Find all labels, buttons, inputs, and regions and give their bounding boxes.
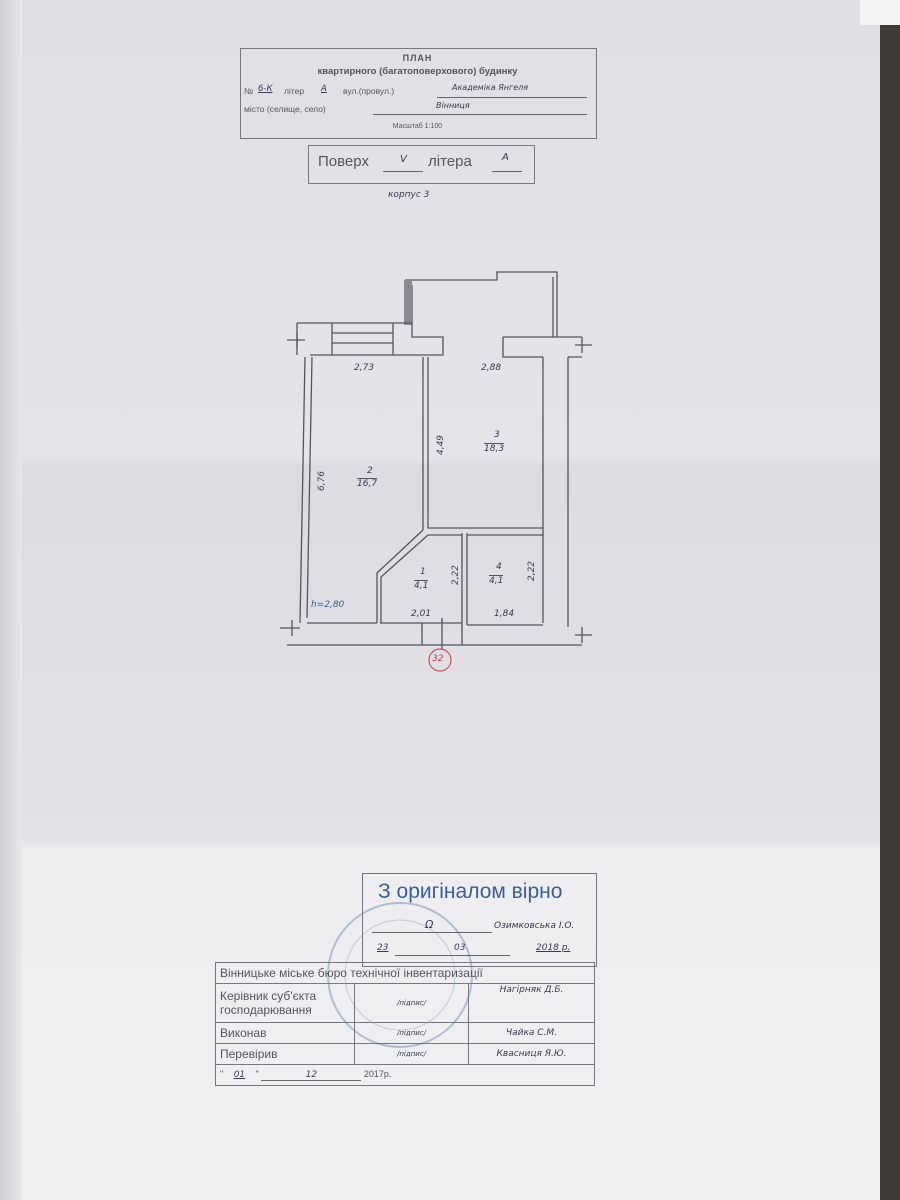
room3-dim-width: 2,88 bbox=[481, 363, 502, 373]
city-value: Вінниця bbox=[436, 101, 470, 110]
table-row: Перевірив /підпис/ Квасниця Я.Ю. bbox=[215, 1043, 595, 1065]
left-wall bbox=[299, 356, 313, 624]
city-line bbox=[373, 114, 587, 115]
room4-number: 4 bbox=[496, 562, 502, 572]
floor-line bbox=[383, 171, 423, 172]
floor-liter-value: А bbox=[502, 152, 509, 163]
name-cell: Чайка С.М. bbox=[468, 1022, 595, 1044]
date-cell: " 01 " 12 2017р. bbox=[215, 1064, 595, 1086]
background-left bbox=[0, 0, 22, 1200]
balcony-wall bbox=[404, 271, 558, 337]
ceiling-height: h=2,80 bbox=[311, 600, 345, 610]
date-year: 2017р. bbox=[363, 1069, 392, 1079]
room1-area: 4,1 bbox=[414, 580, 429, 591]
name-cell: Квасниця Я.Ю. bbox=[468, 1043, 595, 1065]
room1-dim-depth: 2,22 bbox=[451, 564, 462, 586]
room2-dim-length: 6,76 bbox=[317, 470, 328, 492]
floor-label: Поверх bbox=[318, 153, 369, 170]
room4-area: 4,1 bbox=[489, 575, 504, 586]
room1-number: 1 bbox=[420, 567, 426, 577]
right-wall bbox=[542, 357, 569, 627]
street-label: вул.(провул.) bbox=[343, 86, 395, 96]
certification-year: 2018 р. bbox=[536, 943, 571, 953]
number-value: 6-К bbox=[258, 84, 273, 94]
table-row: Виконав /підпис/ Чайка С.М. bbox=[215, 1022, 595, 1044]
room3-number: 3 bbox=[494, 430, 500, 440]
signature-table: Вінницьке міське бюро технічної інвентар… bbox=[215, 962, 595, 1086]
table-row: " 01 " 12 2017р. bbox=[215, 1064, 595, 1086]
floor-box bbox=[308, 145, 535, 184]
liter-label: літер bbox=[284, 86, 305, 96]
room1-dim-width: 2,01 bbox=[411, 609, 432, 619]
date-day: 01 bbox=[233, 1070, 246, 1080]
floor-liter-label: літера bbox=[428, 153, 472, 170]
plan-header-box bbox=[240, 48, 597, 139]
sign-cell: /підпис/ bbox=[354, 1043, 469, 1065]
room3-area: 18,3 bbox=[484, 443, 505, 454]
room3-dim-length: 4,49 bbox=[436, 434, 447, 456]
certification-signature: Озимковська І.О. bbox=[494, 921, 575, 931]
liter-value: А bbox=[321, 84, 327, 94]
city-label: місто (селище, село) bbox=[244, 104, 326, 114]
top-wall-right bbox=[502, 336, 582, 358]
wall-rooms-2-3 bbox=[422, 357, 543, 536]
sign-cell: /підпис/ bbox=[354, 1022, 469, 1044]
balcony-rail bbox=[405, 280, 412, 325]
table-row: Керівник суб'єкта господарювання /підпис… bbox=[215, 983, 595, 1023]
background-right bbox=[880, 0, 900, 1200]
apartment-number: 32 bbox=[432, 654, 444, 664]
floor-liter-line bbox=[492, 171, 522, 172]
axis-marks bbox=[280, 332, 592, 643]
bottom-wall bbox=[287, 622, 582, 646]
certification-sign-mark: Ω bbox=[425, 918, 434, 931]
organization-name: Вінницьке міське бюро технічної інвентар… bbox=[215, 962, 595, 984]
certification-day: 23 bbox=[377, 943, 389, 953]
table-row: Вінницьке міське бюро технічної інвентар… bbox=[215, 962, 595, 984]
certification-month: 03 bbox=[454, 943, 466, 953]
top-wall-left bbox=[296, 322, 444, 356]
number-label: № bbox=[244, 86, 254, 96]
plan-subtitle: квартирного (багатоповерхового) будинку bbox=[317, 66, 518, 77]
certification-sign-line bbox=[372, 932, 492, 933]
entrance-marks bbox=[421, 618, 443, 650]
date-month: 12 bbox=[261, 1070, 362, 1081]
plan-title: ПЛАН bbox=[402, 53, 433, 63]
name-cell: Нагірняк Д.Б. bbox=[468, 983, 595, 1023]
role-cell: Керівник суб'єкта господарювання bbox=[215, 983, 355, 1023]
role-cell: Перевірив bbox=[215, 1043, 355, 1065]
floor-value: V bbox=[400, 154, 407, 165]
sign-cell: /підпис/ bbox=[354, 983, 469, 1023]
room2-dim-width: 2,73 bbox=[354, 363, 375, 373]
scale-label: Масштаб 1:100 bbox=[392, 123, 443, 130]
room4-dim-width: 1,84 bbox=[494, 609, 515, 619]
diagonal-wall bbox=[376, 529, 429, 623]
room4-dim-depth: 2,22 bbox=[527, 560, 538, 582]
street-value: Академіка Янгеля bbox=[452, 83, 529, 92]
room2-number: 2 bbox=[367, 466, 373, 476]
wall-rooms-1-4 bbox=[461, 533, 468, 645]
street-line bbox=[437, 97, 587, 98]
room2-area: 16,7 bbox=[357, 478, 378, 489]
role-cell: Виконав bbox=[215, 1022, 355, 1044]
background-paper-corner bbox=[860, 0, 900, 25]
building-label: корпус 3 bbox=[388, 190, 430, 200]
apartment-number-circle bbox=[428, 648, 452, 672]
window bbox=[331, 323, 394, 355]
certification-date-line bbox=[395, 955, 510, 956]
certification-title: З оригіналом вірно bbox=[378, 880, 563, 903]
